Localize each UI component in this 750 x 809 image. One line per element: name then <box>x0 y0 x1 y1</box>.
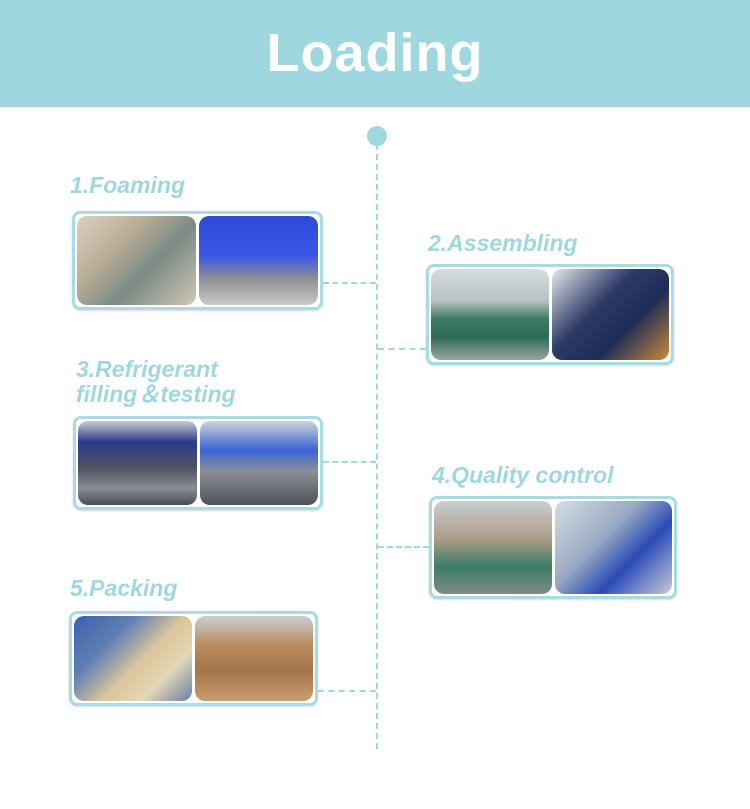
step-1-connector <box>323 282 376 284</box>
refrigerant-photo-left <box>78 421 197 505</box>
step-3-title-line2: filling＆testing <box>76 381 236 407</box>
step-2-title: 2.Assembling <box>428 230 578 256</box>
assembling-photo-right <box>551 269 669 360</box>
step-3-title-line1: 3.Refrigerant <box>76 356 218 382</box>
timeline-start-dot <box>367 126 387 146</box>
timeline-line <box>376 144 378 749</box>
step-1-photo-frame <box>72 211 323 310</box>
foaming-photo-left <box>77 216 196 305</box>
step-2-photo-frame <box>426 264 674 365</box>
step-4-photo-frame <box>429 496 677 599</box>
page-title: Loading <box>266 23 484 83</box>
quality-control-photo-left <box>434 501 552 594</box>
packing-photo-left <box>74 616 192 701</box>
assembling-photo-left <box>431 269 549 360</box>
foaming-photo-right <box>199 216 318 305</box>
step-2-connector <box>378 348 426 350</box>
step-5-photo-frame <box>69 611 318 706</box>
step-5-connector <box>318 690 376 692</box>
step-1-title: 1.Foaming <box>70 172 186 198</box>
header-banner: Loading <box>0 0 750 107</box>
step-5-title: 5.Packing <box>70 575 178 601</box>
refrigerant-photo-right <box>199 421 318 505</box>
step-3-connector <box>323 461 376 463</box>
quality-control-photo-right <box>554 501 672 594</box>
step-3-photo-frame <box>73 416 323 510</box>
step-4-title: 4.Quality control <box>432 462 614 488</box>
packing-photo-right <box>195 616 313 701</box>
step-4-connector <box>378 546 429 548</box>
